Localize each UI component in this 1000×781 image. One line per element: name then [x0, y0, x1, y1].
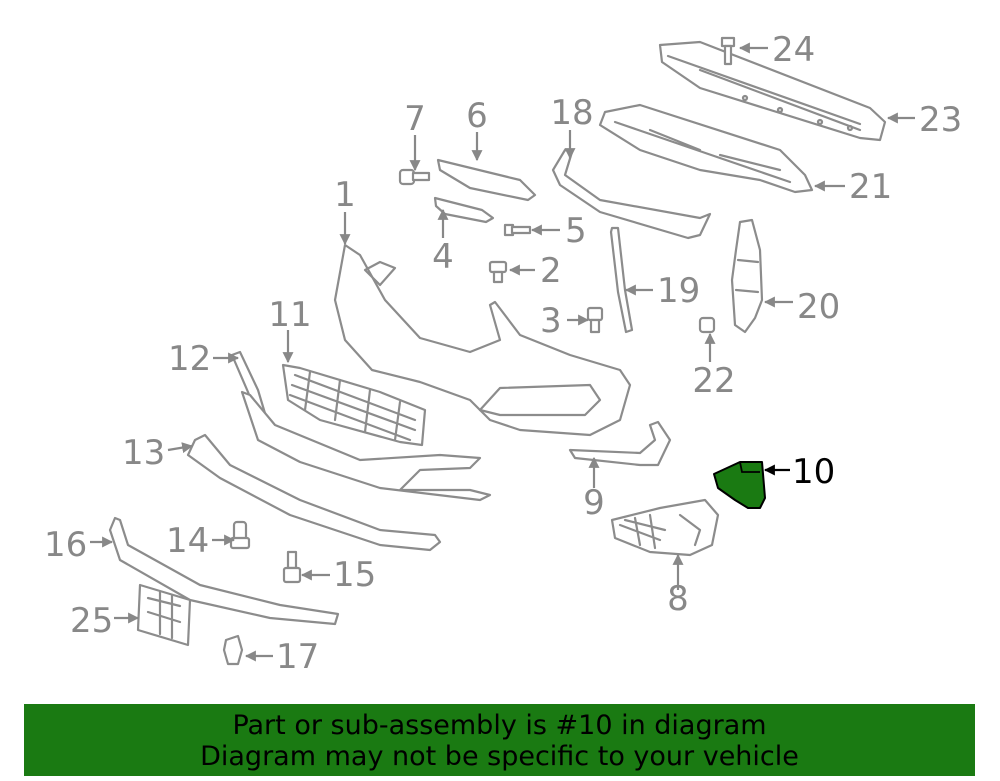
bumper-cover [333, 243, 632, 437]
highlighted-part-10 [713, 461, 766, 509]
label-22: 22 [692, 361, 735, 401]
label-20: 20 [797, 287, 840, 327]
label-9: 9 [583, 483, 605, 523]
notice-banner: Part or sub-assembly is #10 in diagram D… [24, 704, 975, 776]
label-1: 1 [334, 175, 356, 215]
side-bracket-6 [436, 158, 537, 202]
label-10: 10 [792, 452, 835, 492]
upper-bracket [551, 148, 712, 240]
label-19: 19 [657, 271, 700, 311]
label-17: 17 [276, 637, 319, 677]
trim-strip-9 [568, 420, 672, 467]
bumper-reinforcement-beam [658, 40, 887, 142]
label-16: 16 [44, 525, 87, 565]
label-3: 3 [540, 301, 562, 341]
license-plate-bracket [136, 583, 192, 647]
label-2: 2 [540, 251, 562, 291]
lower-grille [281, 363, 427, 447]
screw-5 [503, 223, 532, 237]
label-15: 15 [333, 555, 376, 595]
label-21: 21 [849, 167, 892, 207]
bolt-3 [586, 306, 604, 334]
clip-14 [229, 520, 251, 550]
leader-lines [90, 42, 915, 662]
bolt-22 [698, 316, 716, 334]
fog-lamp-bezel [610, 498, 720, 557]
label-25: 25 [70, 601, 113, 641]
bracket-4 [433, 196, 495, 224]
label-13: 13 [122, 433, 165, 473]
side-strip-19 [609, 226, 634, 334]
lower-panel-13 [240, 390, 492, 502]
label-23: 23 [919, 100, 962, 140]
bolt-7 [398, 168, 431, 186]
label-24: 24 [772, 30, 815, 70]
bolt-15 [282, 550, 302, 584]
label-8: 8 [667, 579, 689, 619]
lower-lip-16 [108, 516, 340, 626]
banner-line-1: Part or sub-assembly is #10 in diagram [232, 710, 767, 741]
label-7: 7 [404, 99, 426, 139]
label-18: 18 [550, 93, 593, 133]
label-14: 14 [166, 521, 209, 561]
bolt-24 [720, 36, 736, 66]
banner-line-2: Diagram may not be specific to your vehi… [200, 741, 799, 772]
clip-17 [222, 634, 244, 666]
label-4: 4 [432, 237, 454, 277]
label-6: 6 [466, 96, 488, 136]
label-11: 11 [268, 295, 311, 335]
lower-spoiler [186, 433, 442, 552]
energy-absorber [598, 103, 814, 194]
label-5: 5 [565, 211, 587, 251]
side-bracket-20 [730, 218, 764, 334]
clip-2 [488, 260, 508, 284]
parts-diagram: 1 2 3 4 5 6 7 8 9 10 11 12 13 14 15 16 1… [44, 30, 962, 677]
label-12: 12 [168, 339, 211, 379]
